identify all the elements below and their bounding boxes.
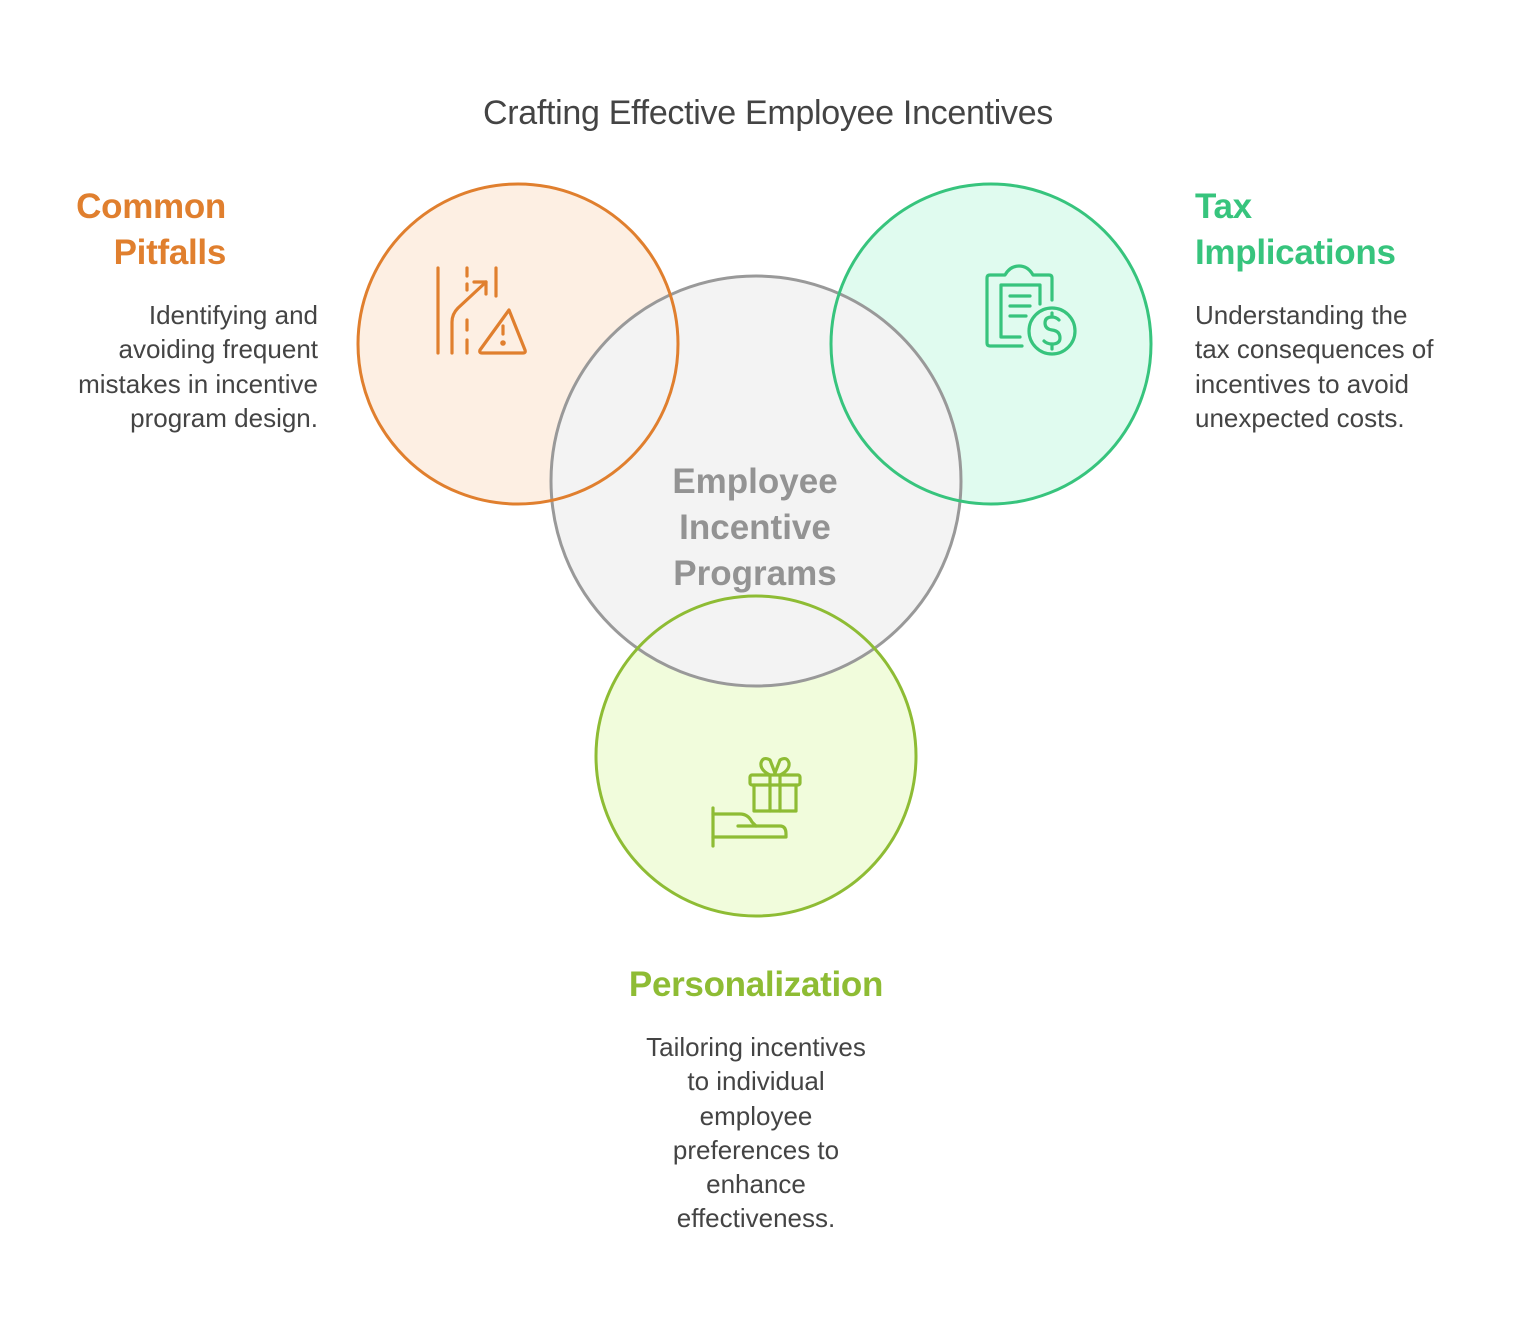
clipboard-dollar-icon [985, 264, 1077, 356]
description-line: employee [699, 1100, 813, 1131]
description-line: Identifying and [148, 300, 318, 330]
center-label-line: Employee [672, 462, 838, 501]
center-label-line: Incentive [679, 508, 831, 547]
center-label: Employee Incentive Programs [600, 459, 910, 597]
personalization-circle-fill [596, 596, 916, 916]
description-line: Understanding the [1195, 300, 1408, 330]
description-line: enhance [706, 1169, 806, 1200]
tax-description: Understanding the tax consequences of in… [1195, 298, 1495, 435]
description-line: avoiding frequent [118, 334, 318, 365]
description-line: to individual [687, 1066, 825, 1097]
heading-line: Common [76, 187, 226, 226]
center-circle [549, 274, 963, 688]
diagram-title: Crafting Effective Employee Incentives [482, 94, 1054, 132]
pitfalls-description: Identifying and avoiding frequent mistak… [28, 298, 318, 435]
heading-line: Tax [1195, 187, 1252, 226]
description-line: program design. [130, 402, 318, 433]
tax-heading: Tax Implications [1195, 184, 1396, 276]
description-line: mistakes in incentive [78, 368, 318, 399]
tax-circle[interactable] [829, 182, 1153, 506]
heading-line: Personalization [628, 965, 884, 1004]
description-line: preferences to [672, 1134, 840, 1165]
description-line: Tailoring incentives [646, 1032, 866, 1062]
heading-line: Pitfalls [113, 233, 227, 272]
heading-line: Implications [1195, 233, 1396, 272]
personalization-circle[interactable] [594, 594, 918, 918]
pitfalls-heading: Common Pitfalls [76, 184, 226, 276]
personalization-heading: Personalization [556, 962, 956, 1008]
pitfalls-circle[interactable] [356, 182, 680, 506]
description-line: incentives to avoid [1195, 368, 1409, 399]
personalization-description: Tailoring incentives to individual emplo… [606, 1030, 906, 1236]
hand-gift-icon [711, 756, 802, 848]
description-line: effectiveness. [676, 1203, 836, 1234]
road-warning-icon [436, 266, 527, 355]
description-line: tax consequences of [1195, 334, 1434, 365]
center-label-line: Programs [673, 554, 837, 593]
description-line: unexpected costs. [1195, 402, 1405, 433]
